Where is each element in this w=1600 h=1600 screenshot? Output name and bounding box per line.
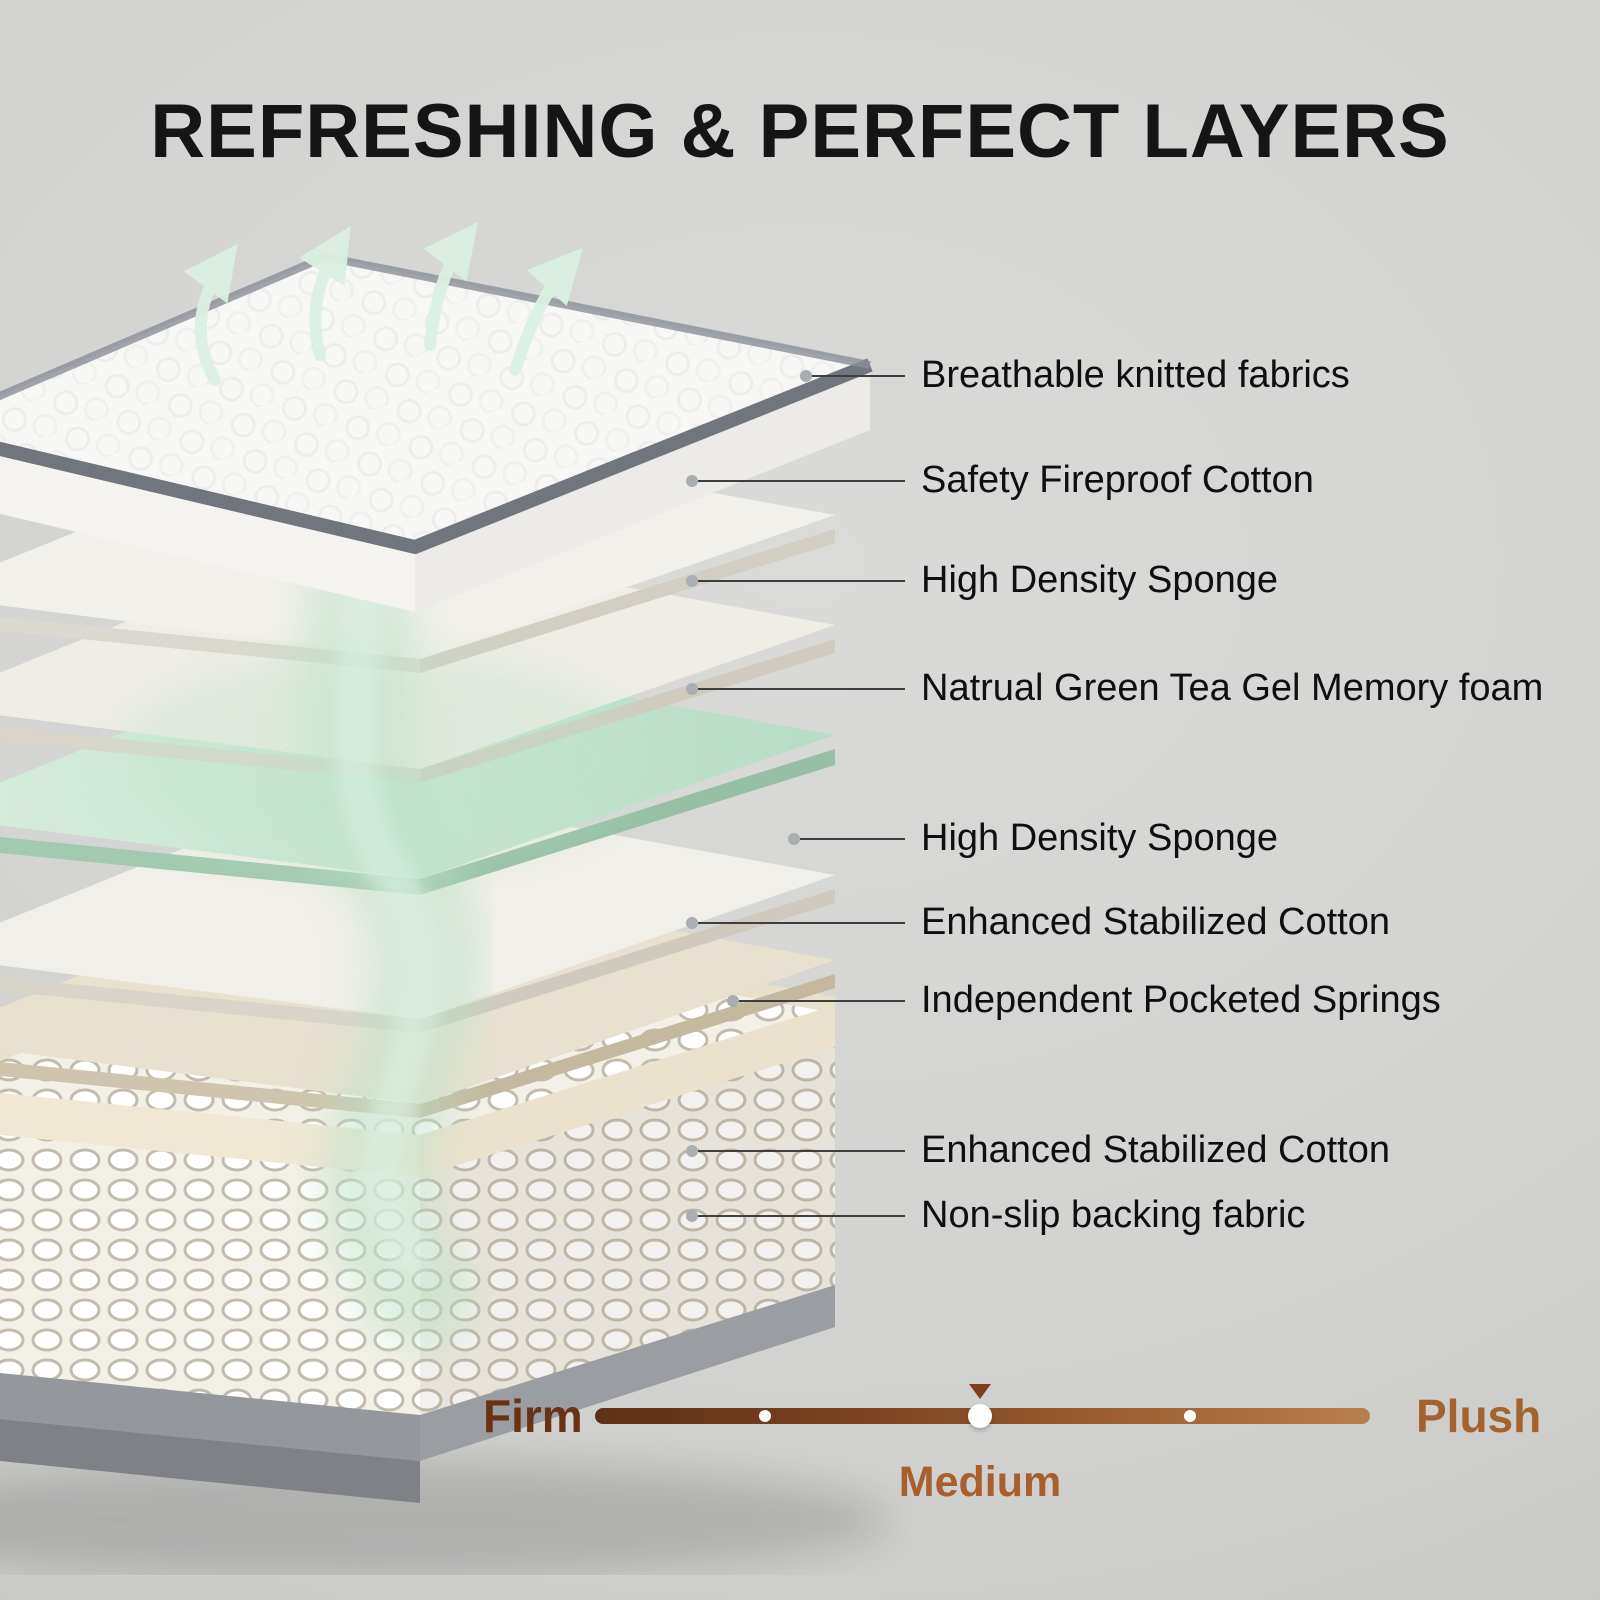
callout-high-density-sponge-2: High Density Sponge: [788, 817, 1278, 860]
callout-label: Enhanced Stabilized Cotton: [921, 1129, 1390, 1171]
callout-dot: [686, 916, 698, 929]
callout-label: Natrual Green Tea Gel Memory foam: [921, 667, 1544, 709]
callout-line: [698, 579, 905, 582]
firmness-label-firm: Firm: [483, 1390, 583, 1442]
callout-line: [698, 479, 905, 482]
callout-dot: [686, 574, 698, 587]
callout-non-slip-backing-fabric: Non-slip backing fabric: [686, 1194, 1305, 1237]
callout-line: [739, 999, 905, 1002]
firmness-label-medium: Medium: [898, 1458, 1062, 1506]
callout-line: [698, 687, 905, 690]
callout-breathable-knitted-fabrics: Breathable knitted fabrics: [800, 354, 1350, 397]
callout-dot: [686, 474, 698, 487]
callout-dot: [727, 994, 739, 1007]
callout-dot: [686, 682, 698, 695]
mattress-layers-illustration: [0, 222, 890, 1575]
pocketed-springs-base: [0, 907, 837, 1503]
callout-high-density-sponge-1: High Density Sponge: [686, 559, 1278, 602]
firmness-marker-triangle-icon: [969, 1384, 991, 1399]
callout-independent-pocketed-springs: Independent Pocketed Springs: [727, 979, 1441, 1022]
callout-dot: [686, 1144, 698, 1157]
callout-dot: [686, 1209, 698, 1222]
callout-label: High Density Sponge: [921, 817, 1278, 859]
callout-label: High Density Sponge: [921, 559, 1278, 601]
firmness-dot-medium-selected: [968, 1404, 992, 1428]
callout-dot: [800, 369, 812, 382]
callout-line: [698, 1149, 905, 1152]
callout-label: Breathable knitted fabrics: [921, 354, 1350, 396]
callout-label: Non-slip backing fabric: [921, 1194, 1306, 1236]
callout-line: [812, 374, 905, 377]
callout-safety-fireproof-cotton: Safety Fireproof Cotton: [686, 459, 1314, 502]
callout-green-tea-gel-memory-foam: Natrual Green Tea Gel Memory foam: [686, 667, 1543, 710]
callout-line: [698, 1214, 905, 1217]
callout-label: Enhanced Stabilized Cotton: [921, 901, 1390, 943]
firmness-label-plush: Plush: [1416, 1390, 1542, 1442]
callout-enhanced-stabilized-cotton-2: Enhanced Stabilized Cotton: [686, 1129, 1390, 1172]
callout-line: [698, 921, 905, 924]
firmness-dot-firm: [759, 1410, 771, 1422]
firmness-dot-plush: [1184, 1410, 1196, 1422]
callout-label: Independent Pocketed Springs: [921, 979, 1441, 1021]
airflow-arrows-icon: [183, 222, 583, 386]
callout-dot: [788, 832, 800, 845]
callout-line: [800, 837, 905, 840]
page-title: REFRESHING & PERFECT LAYERS: [150, 89, 1450, 174]
callout-label: Safety Fireproof Cotton: [921, 459, 1314, 501]
callout-enhanced-stabilized-cotton-1: Enhanced Stabilized Cotton: [686, 901, 1390, 944]
firmness-bar: [595, 1384, 1370, 1428]
